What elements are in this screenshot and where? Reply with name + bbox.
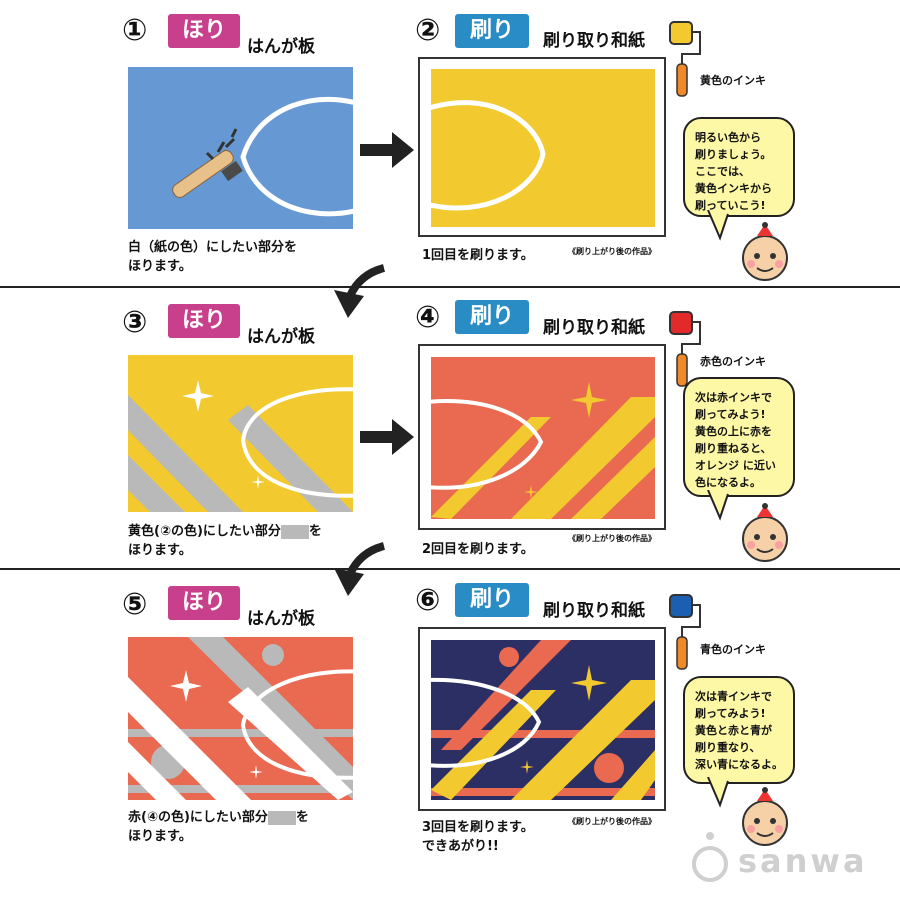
step-4-badge: 刷り <box>455 300 529 334</box>
step-4-caption: 2回目を刷ります。 <box>422 542 534 557</box>
sparkle-icon <box>571 382 607 418</box>
step-6-badge: 刷り <box>455 583 529 617</box>
ink-roller-red-icon <box>669 311 701 387</box>
step-5-subtitle: はんが板 <box>247 609 315 629</box>
bubble-tail <box>707 490 729 521</box>
sparkle-icon <box>249 765 263 779</box>
step-3-number: ③ <box>122 305 148 340</box>
step-4-subtitle: 刷り取り和紙 <box>543 318 645 338</box>
step-2-note: 《刷り上がり後の作品》 <box>568 247 656 256</box>
sparkle-icon <box>251 475 265 489</box>
gray-swatch <box>267 810 296 825</box>
step-5-woodblock <box>128 637 353 800</box>
ink-roller-yellow-icon <box>669 21 701 97</box>
step-1-caption: 白（紙の色）にしたい部分をほります。 <box>128 240 298 274</box>
step-5-number: ⑤ <box>122 587 148 622</box>
step-6-caption: 3回目を刷ります。できあがり!! <box>422 820 534 854</box>
step-2-subtitle: 刷り取り和紙 <box>543 31 645 51</box>
step-6-subtitle: 刷り取り和紙 <box>543 601 645 621</box>
sparkle-icon <box>182 380 214 412</box>
step-2-badge: 刷り <box>455 14 529 48</box>
speech-bubble-3: 次は青インキで刷ってみよう!黄色と赤と青が刷り重なり、深い青になるよ。 <box>683 676 795 784</box>
step-2-number: ② <box>415 13 441 48</box>
row-divider-2 <box>0 568 900 570</box>
sanwa-logo-text: sanwa <box>738 842 868 880</box>
curved-arrow-icon <box>334 264 386 318</box>
step-6-paper <box>418 627 666 811</box>
step-4-paper <box>418 344 666 530</box>
row-divider-1 <box>0 286 900 288</box>
step-6-number: ⑥ <box>415 583 441 618</box>
step-2-paper <box>418 57 666 237</box>
sanwa-logo-icon <box>692 832 728 882</box>
speech-bubble-2: 次は赤インキで刷ってみよう!黄色の上に赤を刷り重ねると、オレンジ に近い色になる… <box>683 377 795 497</box>
character-face-icon <box>742 222 788 281</box>
step-3-caption: 黄色(②の色)にしたい部分を ほります。 <box>128 524 322 558</box>
sparkle-icon <box>170 670 202 702</box>
step-2-caption: 1回目を刷ります。 <box>422 248 534 263</box>
step-3-woodblock <box>128 355 353 512</box>
step-1-badge: ほり <box>168 14 240 48</box>
character-face-icon <box>742 787 788 846</box>
step-5-caption: 赤(④の色)にしたい部分を ほります。 <box>128 810 309 844</box>
step-3-badge: ほり <box>168 304 240 338</box>
step-1-number: ① <box>122 13 148 48</box>
bubble-tail <box>707 777 729 808</box>
speech-bubble-1: 明るい色から刷りましょう。ここでは、黄色インキから刷っていこう! <box>683 117 795 217</box>
step-5-badge: ほり <box>168 586 240 620</box>
arrow-right-icon <box>360 132 414 168</box>
ink-roller-blue-icon <box>669 594 701 670</box>
sparkle-icon <box>520 760 534 774</box>
step-4-number: ④ <box>415 300 441 335</box>
step-4-ink-label: 赤色のインキ <box>700 355 766 368</box>
curved-arrow-icon <box>334 542 386 596</box>
character-face-icon <box>742 503 788 562</box>
step-1-subtitle: はんが板 <box>247 37 315 57</box>
sparkle-icon <box>524 485 538 499</box>
arrow-right-icon <box>360 419 414 455</box>
gray-swatch <box>280 524 309 539</box>
sparkle-icon <box>571 665 607 701</box>
step-2-ink-label: 黄色のインキ <box>700 74 766 87</box>
bubble-tail <box>707 210 729 241</box>
step-1-woodblock <box>128 67 353 229</box>
carving-knife-icon <box>172 128 243 198</box>
step-4-note: 《刷り上がり後の作品》 <box>568 534 656 543</box>
step-3-subtitle: はんが板 <box>247 327 315 347</box>
step-6-note: 《刷り上がり後の作品》 <box>568 817 656 826</box>
step-6-ink-label: 青色のインキ <box>700 643 766 656</box>
